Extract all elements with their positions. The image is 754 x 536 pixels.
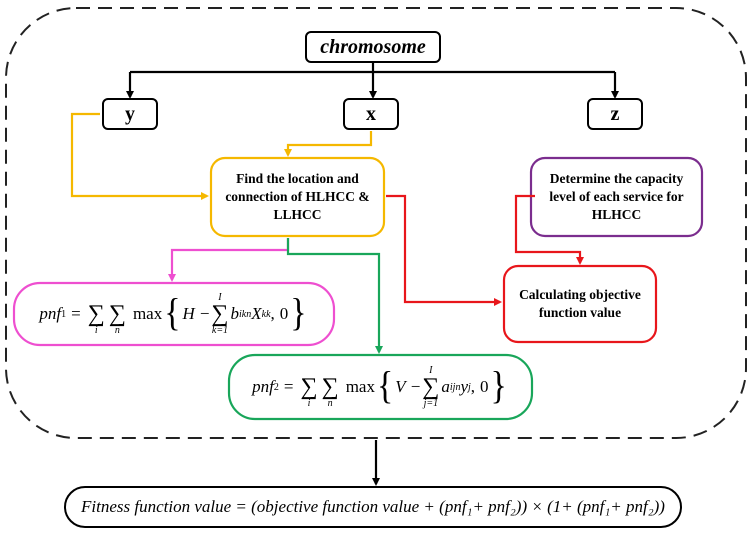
pnf2-V: V <box>395 377 406 396</box>
x-label: x <box>366 102 376 125</box>
chromosome-connectors <box>126 62 619 99</box>
determine-capacity-line-1: Determine the capacity <box>549 171 684 186</box>
pnf1-box <box>12 281 336 347</box>
dashed-region-border <box>5 7 747 439</box>
fitness-label: Fitness function value = (objective func… <box>81 497 665 516</box>
find-location-box <box>209 156 386 238</box>
pnf2-a-sub: ijn <box>449 381 461 393</box>
pnf1-H: H <box>182 304 195 323</box>
pnf1-X: X <box>251 304 262 323</box>
pnf2-inner-sum: I∑j=1 <box>422 365 440 409</box>
pnf2-max: max <box>345 377 375 396</box>
calc-objective-label: Calculating objective function value <box>504 266 656 342</box>
pnf1-b: b <box>230 304 240 323</box>
pnf2-zero: 0 <box>480 377 489 396</box>
pnf1-X-sub: kk <box>261 308 271 320</box>
pnf2-a: a <box>441 377 450 396</box>
find-location-line-2: connection of HLHCC & <box>225 189 370 204</box>
z-label: z <box>610 102 620 125</box>
determine-capacity-label: Determine the capacity level of each ser… <box>531 158 702 236</box>
pnf2-lhs-sub: 2 <box>273 381 279 393</box>
calc-objective-line-2: function value <box>538 305 622 320</box>
find-location-line-3: LLHCC <box>273 207 322 222</box>
calc-objective-line-1: Calculating objective <box>519 287 641 302</box>
determine-capacity-line-3: HLHCC <box>591 207 642 222</box>
y-label: y <box>125 102 135 125</box>
y-box <box>102 98 158 130</box>
yellow-connectors <box>70 112 373 200</box>
pnf2-y: y <box>460 377 468 396</box>
pnf2-lhs: pnf <box>252 377 274 396</box>
pnf2-sum-n: ∑n <box>321 374 339 409</box>
z-box <box>587 98 643 130</box>
pnf2-y-sub: j <box>468 381 471 393</box>
pnf2-box <box>227 353 534 421</box>
pnf2-sum-i: ∑i <box>300 374 318 409</box>
find-location-label: Find the location and connection of HLHC… <box>211 158 384 236</box>
pnf1-b-sub: ikn <box>239 308 252 320</box>
pnf1-inner-sum: I∑k=1 <box>211 292 229 336</box>
pnf1-sum-i: ∑i <box>87 301 105 336</box>
chromosome-label: chromosome <box>320 35 426 58</box>
determine-capacity-line-2: level of each service for <box>549 189 684 204</box>
magenta-connector <box>168 238 290 282</box>
find-location-line-1: Find the location and <box>236 171 359 186</box>
red-connectors <box>386 194 584 306</box>
pnf1-lhs: pnf <box>39 304 62 323</box>
calc-objective-box <box>502 264 658 344</box>
pnf1-zero: 0 <box>279 304 289 323</box>
x-box <box>343 98 399 130</box>
fitness-box <box>64 486 682 528</box>
pnf1-sum-n: ∑n <box>108 301 126 336</box>
pnf1-lhs-sub: 1 <box>61 308 67 320</box>
green-connector <box>286 238 383 354</box>
pnf1-max: max <box>132 304 163 323</box>
